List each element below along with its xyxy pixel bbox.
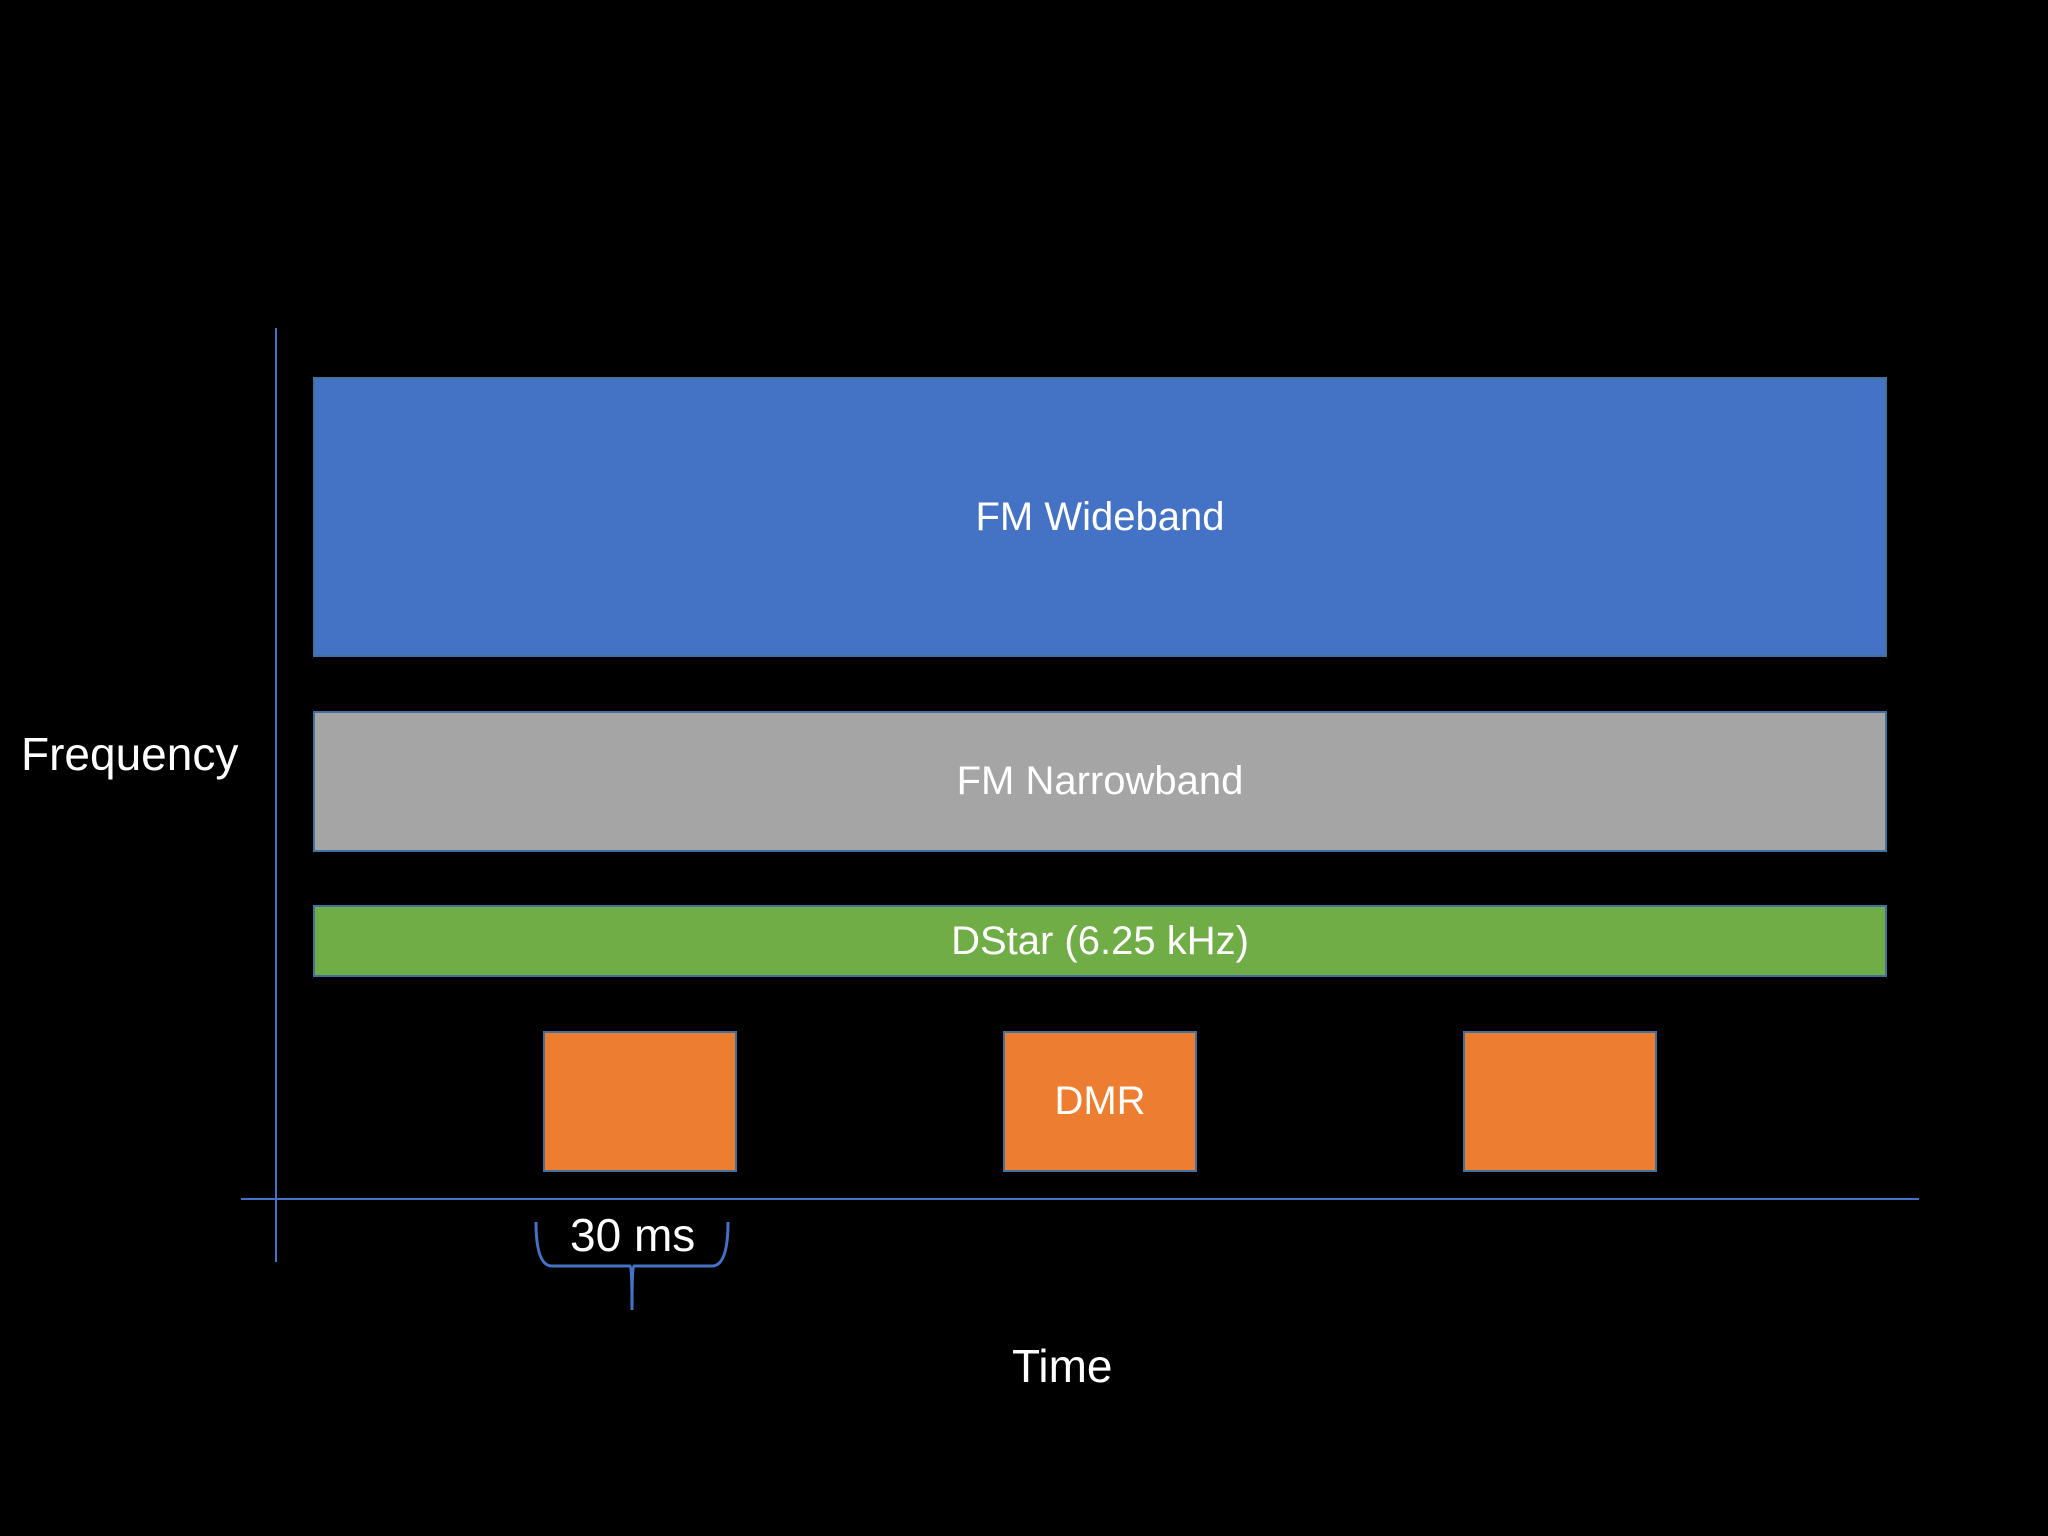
frequency-axis xyxy=(275,328,277,1262)
fm-wideband-label: FM Wideband xyxy=(975,494,1225,539)
dstar-band: DStar (6.25 kHz) xyxy=(313,905,1887,977)
duration-label: 30 ms xyxy=(570,1209,696,1261)
dmr-slot xyxy=(1463,1031,1657,1172)
time-axis-label: Time xyxy=(1012,1340,1113,1392)
fm-narrowband-band: FM Narrowband xyxy=(313,711,1887,852)
dmr-slot xyxy=(543,1031,737,1172)
frequency-axis-label: Frequency xyxy=(21,728,239,780)
duration-brace xyxy=(534,1221,730,1311)
fm-wideband-band: FM Wideband xyxy=(313,377,1887,657)
fm-narrowband-label: FM Narrowband xyxy=(956,759,1244,803)
dstar-label: DStar (6.25 kHz) xyxy=(951,918,1249,963)
time-axis xyxy=(241,1198,1919,1200)
dmr-label: DMR xyxy=(1054,1079,1146,1123)
dmr-slot: DMR xyxy=(1003,1031,1197,1172)
